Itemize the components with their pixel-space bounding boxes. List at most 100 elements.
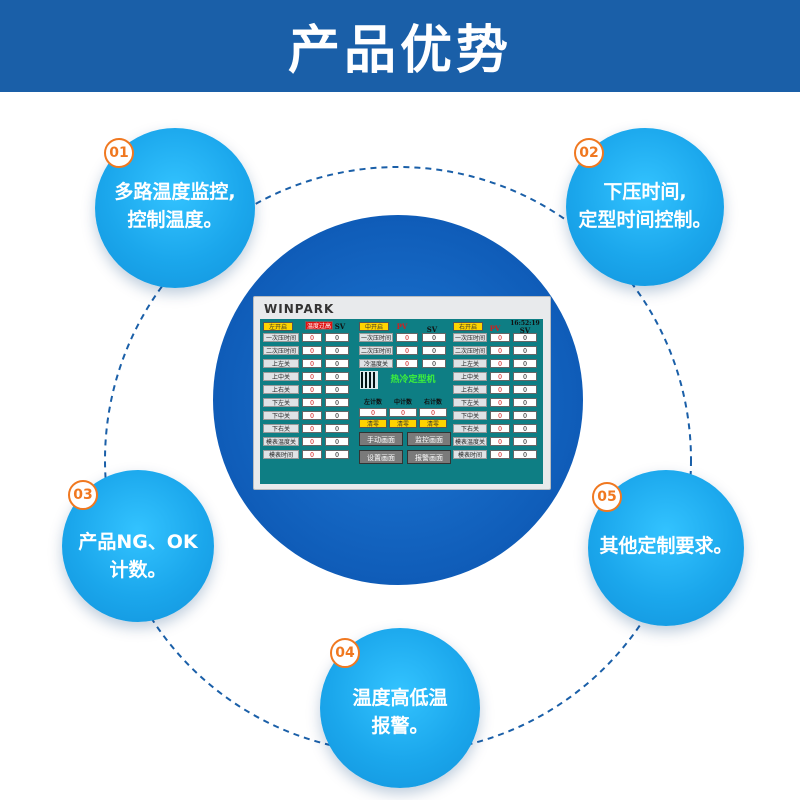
mid-pv-value[interactable]: 0 [396,359,418,368]
left-pv-value[interactable]: 0 [302,450,322,459]
counter-value[interactable]: 0 [359,408,387,417]
feature-04-line-2: 报警。 [371,715,429,737]
right-sv-value[interactable]: 0 [513,450,537,459]
right-sv-value[interactable]: 0 [513,346,537,355]
right-row-label: 上中关 [453,372,487,381]
right-row-label: 模表时间 [453,450,487,459]
left-open-title[interactable]: 左开启 [263,322,293,331]
feature-03-badge: 03 [68,480,98,510]
right-pv-value[interactable]: 0 [490,398,510,407]
mid-pv-value[interactable]: 0 [396,346,418,355]
right-pv-value[interactable]: 0 [490,411,510,420]
header-banner: 产品优势 [0,0,800,92]
left-sv-value[interactable]: 0 [325,411,349,420]
right-sv-value[interactable]: 0 [513,359,537,368]
qr-code-icon [360,371,378,389]
mid-sv-value[interactable]: 0 [422,333,446,342]
right-pv-value[interactable]: 0 [490,333,510,342]
left-sv-value[interactable]: 0 [325,398,349,407]
right-row-label: 下左关 [453,398,487,407]
right-sv-value[interactable]: 0 [513,398,537,407]
counter-value[interactable]: 0 [419,408,447,417]
counter-value[interactable]: 0 [389,408,417,417]
left-sv-value[interactable]: 0 [325,372,349,381]
screen-nav-button[interactable]: 手动画面 [359,432,403,446]
left-sv-value[interactable]: 0 [325,424,349,433]
right-sv-value[interactable]: 0 [513,372,537,381]
left-sv-value[interactable]: 0 [325,333,349,342]
right-pv-value[interactable]: 0 [490,359,510,368]
clear-button[interactable]: 清零 [419,419,447,428]
feature-bubble-02: 下压时间, 定型时间控制。 [566,128,724,286]
left-sv-value[interactable]: 0 [325,346,349,355]
clear-button[interactable]: 清零 [389,419,417,428]
right-pv-value[interactable]: 0 [490,424,510,433]
right-sv-value[interactable]: 0 [513,411,537,420]
left-row-label: 模表时间 [263,450,299,459]
right-sv-value[interactable]: 0 [513,385,537,394]
right-pv-value[interactable]: 0 [490,372,510,381]
left-sv-value[interactable]: 0 [325,359,349,368]
right-pv-value[interactable]: 0 [490,346,510,355]
mid-pv-value[interactable]: 0 [396,333,418,342]
device-brand: WINPARK [264,302,335,316]
warning-label[interactable]: 温度过高 [305,321,333,330]
mid-sv-value[interactable]: 0 [422,359,446,368]
left-pv-value[interactable]: 0 [302,372,322,381]
left-pv-value[interactable]: 0 [302,424,322,433]
left-row-label: 上左关 [263,359,299,368]
feature-05-badge: 05 [592,482,622,512]
left-row-label: 模表温度关 [263,437,299,446]
feature-03-line-1: 产品NG、OK [78,531,198,553]
left-row-label: 上中关 [263,372,299,381]
left-pv-value[interactable]: 0 [302,385,322,394]
left-row-label: 二次压时间 [263,346,299,355]
right-sv-value[interactable]: 0 [513,437,537,446]
clear-button[interactable]: 清零 [359,419,387,428]
right-row-label: 模表温度关 [453,437,487,446]
mid-sv-value[interactable]: 0 [422,346,446,355]
right-open-title[interactable]: 右开启 [453,322,483,331]
left-pv-value[interactable]: 0 [302,411,322,420]
counter-label: 右计数 [423,399,442,406]
left-row-label: 下右关 [263,424,299,433]
page-title: 产品优势 [287,21,512,81]
right-row-label: 下右关 [453,424,487,433]
feature-02-line-1: 下压时间, [603,181,687,203]
right-sv-header: SV [519,326,531,335]
machine-title: 热冷定型机 [390,375,436,385]
clock-readout: 16:52:19 [510,320,540,327]
mid-row-label: 一次压时间 [359,333,393,342]
feature-03-line-2: 计数。 [109,559,167,581]
feature-02-line-2: 定型时间控制。 [578,209,712,231]
feature-01-badge: 01 [104,138,134,168]
left-sv-header: SV [334,322,346,331]
right-row-label: 一次压时间 [453,333,487,342]
right-pv-value[interactable]: 0 [490,385,510,394]
mid-sv-header: SV [426,325,438,334]
left-sv-value[interactable]: 0 [325,450,349,459]
left-pv-value[interactable]: 0 [302,346,322,355]
mid-open-title[interactable]: 中开启 [359,322,389,331]
right-sv-value[interactable]: 0 [513,424,537,433]
right-sv-value[interactable]: 0 [513,333,537,342]
right-pv-header: PV [489,324,501,333]
left-pv-value[interactable]: 0 [302,437,322,446]
right-pv-value[interactable]: 0 [490,437,510,446]
left-pv-value[interactable]: 0 [302,333,322,342]
screen-nav-button[interactable]: 监控画面 [407,432,451,446]
feature-bubble-01: 多路温度监控, 控制温度。 [95,128,255,288]
left-row-label: 下左关 [263,398,299,407]
right-pv-value[interactable]: 0 [490,450,510,459]
left-pv-value[interactable]: 0 [302,398,322,407]
screen-nav-button[interactable]: 设置画面 [359,450,403,464]
left-row-label: 下中关 [263,411,299,420]
screen-nav-button[interactable]: 报警画面 [407,450,451,464]
left-sv-value[interactable]: 0 [325,385,349,394]
left-pv-value[interactable]: 0 [302,359,322,368]
mid-row-label: 冷温度关 [359,359,393,368]
left-sv-value[interactable]: 0 [325,437,349,446]
